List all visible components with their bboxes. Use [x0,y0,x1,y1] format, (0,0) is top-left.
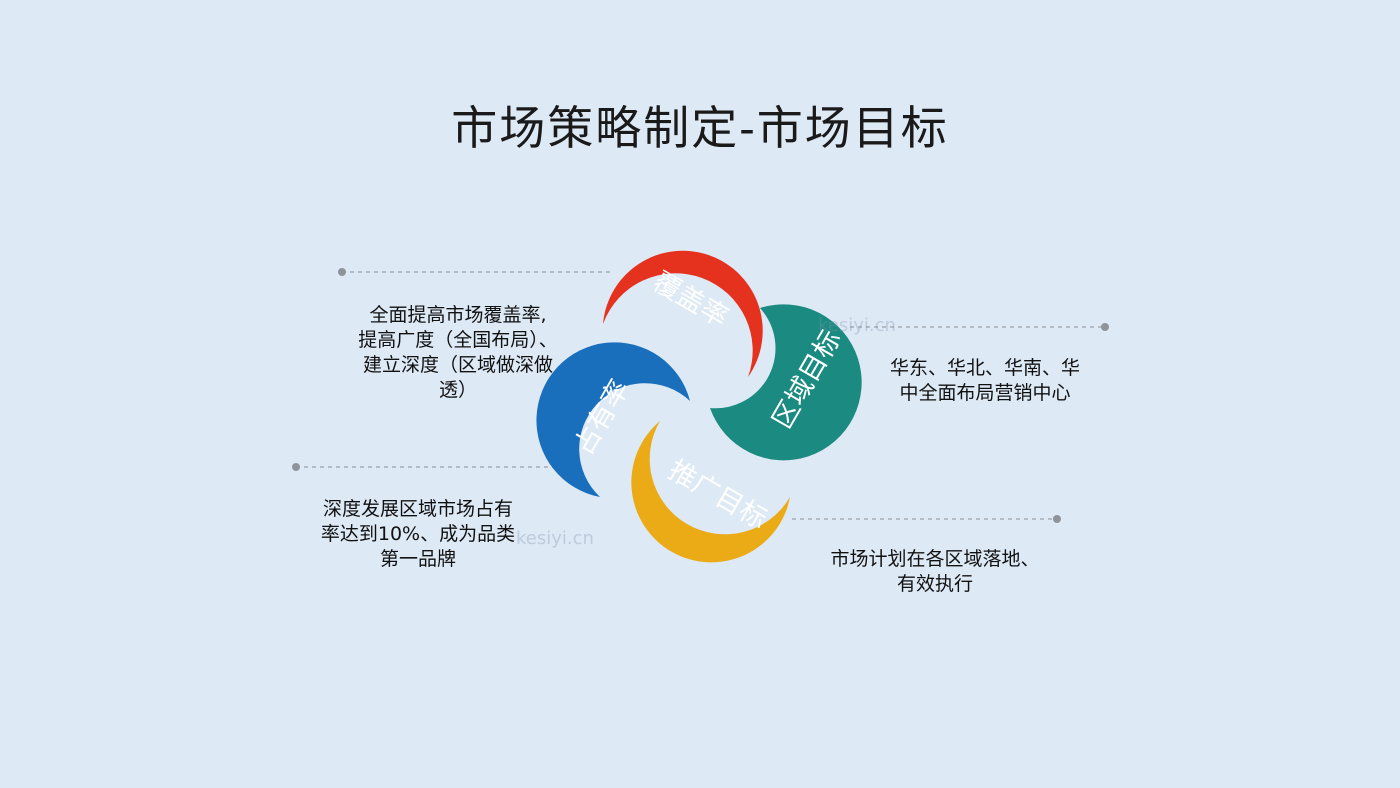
note-region: 华东、华北、华南、华 中全面布局营销中心 [870,356,1100,406]
petal-coverage [603,250,763,377]
note-promotion: 市场计划在各区域落地、 有效执行 [810,547,1060,597]
note-promotion-line-1: 市场计划在各区域落地、 [830,548,1040,570]
note-coverage: 全面提高市场覆盖率, 提高广度（全国布局）、 建立深度（区域做深做 透） [338,303,578,403]
note-share-line-2: 率达到10%、成为品类 [320,523,516,545]
connector-dot-share [292,463,300,471]
note-coverage-line-4: 透） [438,379,477,401]
petal-promotion [631,421,790,563]
note-share-line-1: 深度发展区域市场占有 [322,498,513,520]
watermark-logo: kesiyi.cn [516,528,594,549]
petal-share [536,342,690,497]
page-title: 市场策略制定-市场目标 [451,101,949,155]
note-promotion-line-2: 有效执行 [896,573,973,595]
connector-dot-region [1101,323,1109,331]
note-coverage-line-1: 全面提高市场覆盖率, [369,304,547,326]
note-region-line-1: 华东、华北、华南、华 [889,357,1080,379]
connector-dot-coverage [338,268,346,276]
connector-dot-promotion [1053,515,1061,523]
note-region-line-2: 中全面布局营销中心 [899,382,1071,404]
note-coverage-line-2: 提高广度（全国布局）、 [358,329,558,351]
note-share: 深度发展区域市场占有 率达到10%、成为品类 第一品牌 [298,497,538,572]
note-share-line-3: 第一品牌 [379,548,456,570]
note-coverage-line-3: 建立深度（区域做深做 [362,354,553,376]
watermark-logo: kesiyi.cn [818,315,896,336]
petal-region [710,304,862,461]
